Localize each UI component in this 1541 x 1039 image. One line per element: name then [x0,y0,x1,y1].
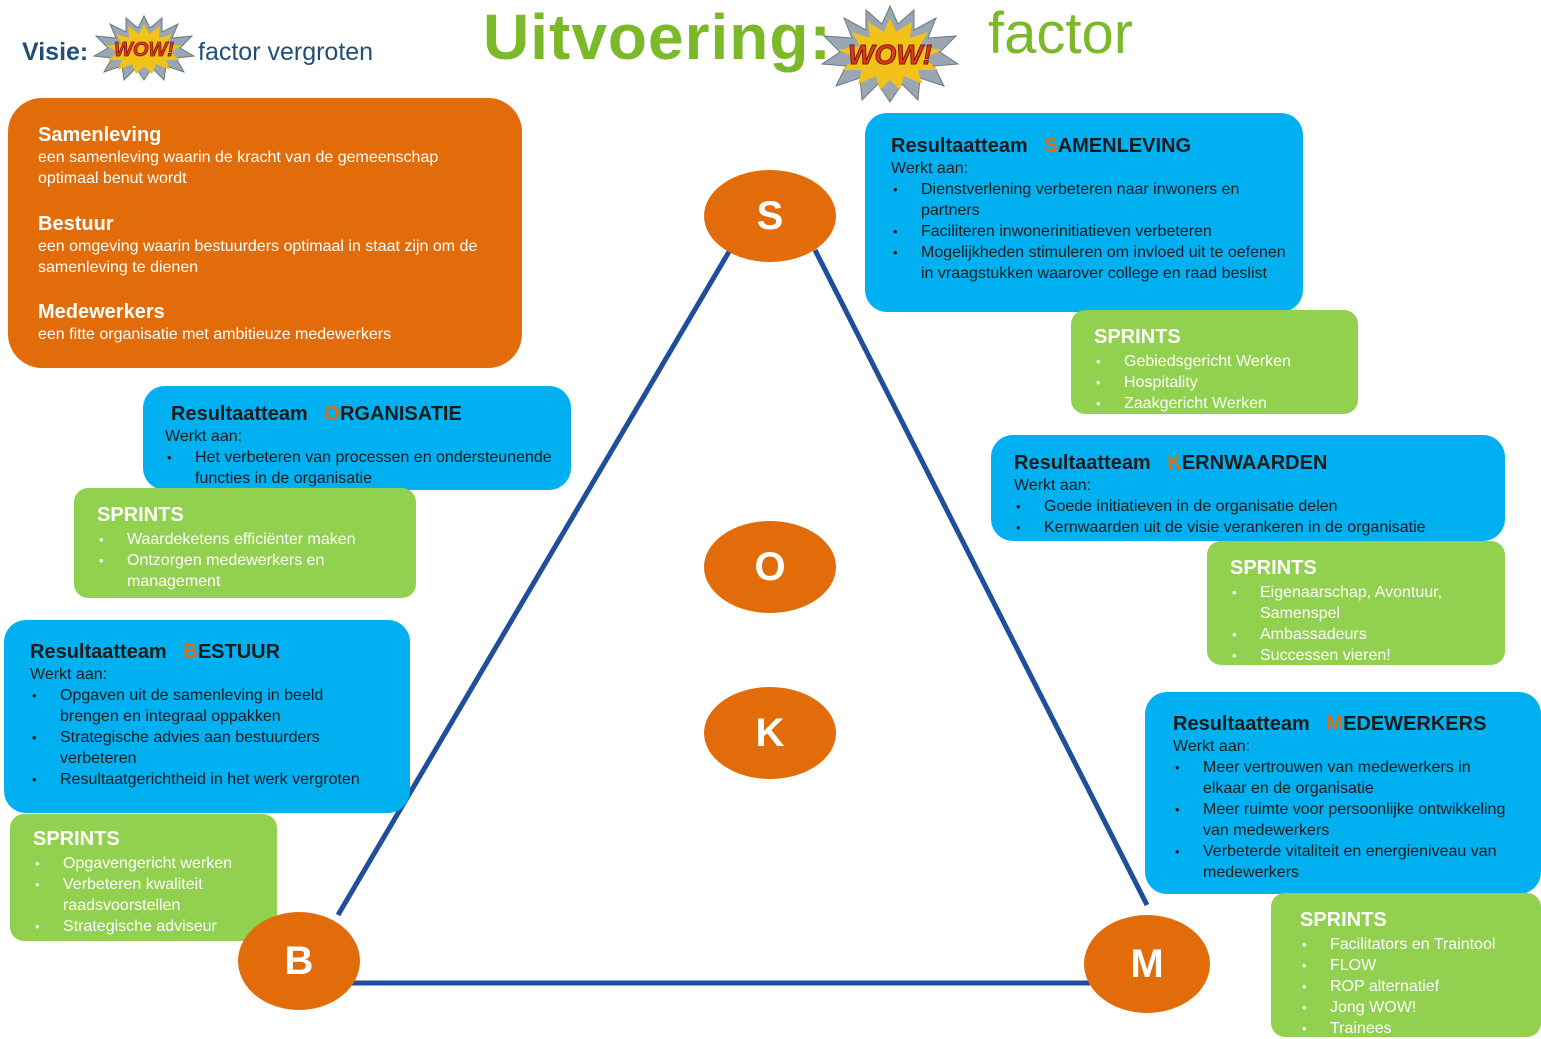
team-medewerkers-box: Resultaatteam MEDEWERKERS Werkt aan: Mee… [1145,692,1541,894]
team-kernwaarden-box: Resultaatteam KERNWAARDEN Werkt aan: Goe… [991,435,1505,541]
sprints-samenleving-box: SPRINTS Gebiedsgericht Werken Hospitalit… [1071,310,1358,414]
node-m: M [1084,915,1210,1013]
vision-text: een samenleving waarin de kracht van de … [38,149,439,187]
sprint-list: Gebiedsgericht Werken Hospitality Zaakge… [1094,351,1291,414]
list-item: Eigenaarschap, Avontuur, Samenspel [1230,582,1495,624]
list-item: Het verbeteren van processen en onderste… [165,447,565,489]
sprints-medewerkers-box: SPRINTS Facilitators en Traintool FLOW R… [1271,893,1541,1039]
node-s: S [704,170,836,262]
list-item: Ontzorgen medewerkers en management [97,550,397,592]
list-item: Goede initiatieven in de organisatie del… [1014,496,1494,517]
visie-suffix: factor vergroten [198,38,374,66]
triangle-edge-right [812,248,1150,907]
vision-text: een omgeving waarin bestuurders optimaal… [38,238,478,276]
list-item: Successen vieren! [1230,645,1495,666]
list-item: Opgaven uit de samenleving in beeld bren… [30,685,370,727]
vision-heading: Samenleving [38,124,162,146]
list-item: FLOW [1300,955,1535,976]
wow-logo-small-text: WOW! [114,39,174,61]
list-item: Gebiedsgericht Werken [1094,351,1291,372]
page-title: Uitvoering: [483,1,832,73]
wow-logo-large: WOW! [820,4,960,103]
sprint-list: Waardeketens efficiënter maken Ontzorgen… [97,529,397,592]
list-item: Faciliteren inwonerinitiatieven verbeter… [891,221,1291,242]
list-item: Strategische advies aan bestuurders verb… [30,727,370,769]
werkt-aan-label: Werkt aan: [165,428,243,445]
list-item: Trainees [1300,1018,1535,1039]
team-title: Resultaatteam SAMENLEVING [891,135,1192,157]
sprints-kernwaarden-box: SPRINTS Eigenaarschap, Avontuur, Samensp… [1207,541,1505,666]
team-samenleving-box: Resultaatteam SAMENLEVING Werkt aan: Die… [865,113,1303,312]
list-item: Mogelijkheden stimuleren om invloed uit … [891,242,1291,284]
sprints-title: SPRINTS [1230,557,1317,579]
node-b: B [238,912,360,1010]
list-item: Jong WOW! [1300,997,1535,1018]
list-item: Verbeterde vitaliteit en energieniveau v… [1173,841,1518,883]
list-item: Opgavengericht werken [33,853,263,874]
werkt-aan-label: Werkt aan: [30,666,108,683]
vision-heading: Medewerkers [38,301,165,323]
list-item: Waardeketens efficiënter maken [97,529,397,550]
team-bestuur-box: Resultaatteam BESTUUR Werkt aan: Opgaven… [4,620,410,813]
team-organisatie-box: Resultaatteam ORGANISATIE Werkt aan: Het… [143,386,571,490]
sprint-list: Opgavengericht werken Verbeteren kwalite… [33,853,263,937]
team-title: Resultaatteam ORGANISATIE [171,403,462,425]
list-item: Hospitality [1094,372,1291,393]
vision-bestuur: Bestuur een omgeving waarin bestuurders … [38,213,478,278]
team-goals: Goede initiatieven in de organisatie del… [1014,496,1494,538]
vision-heading: Bestuur [38,213,114,235]
node-o: O [704,521,836,613]
sprint-list: Eigenaarschap, Avontuur, Samenspel Ambas… [1230,582,1495,666]
list-item: Dienstverlening verbeteren naar inwoners… [891,179,1291,221]
team-title: Resultaatteam KERNWAARDEN [1014,452,1328,474]
list-item: Meer vertrouwen van medewerkers in elkaa… [1173,757,1518,799]
werkt-aan-label: Werkt aan: [1014,477,1092,494]
list-item: Strategische adviseur [33,916,263,937]
vision-box: Samenleving een samenleving waarin de kr… [8,98,522,368]
page-title-suffix: factor [988,1,1134,66]
visie-label: Visie: [22,38,89,66]
wow-logo-large-text: WOW! [848,39,932,70]
list-item: Zaakgericht Werken [1094,393,1291,414]
vision-samenleving: Samenleving een samenleving waarin de kr… [38,124,498,189]
werkt-aan-label: Werkt aan: [891,160,969,177]
sprints-title: SPRINTS [1094,326,1181,348]
sprints-title: SPRINTS [1300,909,1387,931]
list-item: Ambassadeurs [1230,624,1495,645]
vision-text: een fitte organisatie met ambitieuze med… [38,326,392,343]
list-item: Meer ruimte voor persoonlijke ontwikkeli… [1173,799,1518,841]
node-k: K [704,687,836,779]
list-item: Facilitators en Traintool [1300,934,1535,955]
sprints-organisatie-box: SPRINTS Waardeketens efficiënter maken O… [74,488,416,598]
team-title: Resultaatteam BESTUUR [30,641,281,663]
team-goals: Dienstverlening verbeteren naar inwoners… [891,179,1291,284]
sprint-list: Facilitators en Traintool FLOW ROP alter… [1300,934,1535,1039]
wow-logo-small: WOW! [92,14,196,82]
vision-medewerkers: Medewerkers een fitte organisatie met am… [38,301,508,345]
team-goals: Meer vertrouwen van medewerkers in elkaa… [1173,757,1518,883]
team-title: Resultaatteam MEDEWERKERS [1173,713,1487,735]
list-item: Resultaatgerichtheid in het werk vergrot… [30,769,370,790]
list-item: Verbeteren kwaliteit raadsvoorstellen [33,874,263,916]
sprints-bestuur-box: SPRINTS Opgavengericht werken Verbeteren… [10,814,277,941]
team-goals: Het verbeteren van processen en onderste… [165,447,565,489]
sprints-title: SPRINTS [97,504,184,526]
team-goals: Opgaven uit de samenleving in beeld bren… [30,685,370,790]
werkt-aan-label: Werkt aan: [1173,738,1251,755]
list-item: Kernwaarden uit de visie verankeren in d… [1014,517,1494,538]
list-item: ROP alternatief [1300,976,1535,997]
sprints-title: SPRINTS [33,828,120,850]
